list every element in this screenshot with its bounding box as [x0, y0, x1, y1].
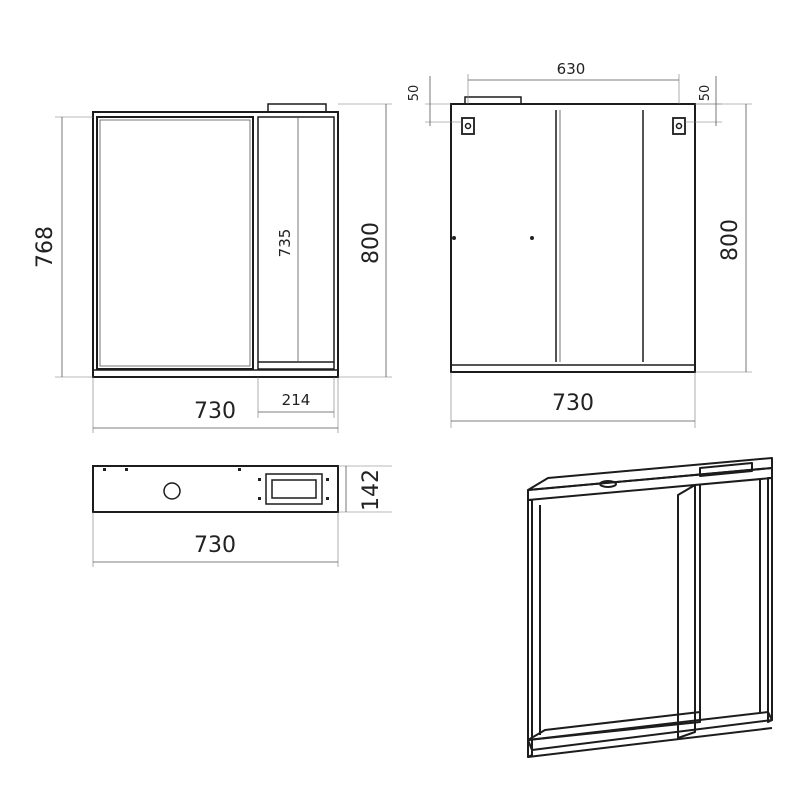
top-cable-hole — [163, 482, 181, 500]
front-niche — [257, 116, 335, 370]
dim-768-label: 768 — [33, 226, 58, 268]
dim-50-right-label: 50 — [698, 85, 713, 102]
dim-735-label: 735 — [276, 229, 294, 258]
top-lamp-outline — [265, 473, 323, 505]
dim-730-top-label: 730 — [194, 533, 236, 558]
iso-bottom-shelf — [527, 711, 773, 751]
iso-top-face — [527, 457, 773, 491]
iso-lamp — [699, 462, 753, 477]
back-view: 630 50 50 800 730 — [407, 60, 752, 428]
back-lamp — [464, 96, 522, 105]
dim-50-left-label: 50 — [407, 85, 422, 102]
dim-800-front-label: 800 — [359, 222, 384, 264]
iso-right-side — [767, 477, 773, 723]
back-outer-frame — [450, 103, 696, 373]
dim-142-label: 142 — [359, 469, 384, 511]
front-lamp — [267, 103, 327, 113]
back-screw-2 — [530, 236, 534, 240]
iso-bottom-inner — [527, 711, 701, 741]
dim-730-back-label: 730 — [552, 391, 594, 416]
top-marks — [103, 468, 329, 500]
iso-hole — [599, 480, 617, 488]
dim-730-front-label: 730 — [194, 399, 236, 424]
dim-214-label: 214 — [282, 391, 311, 409]
top-view: 142 730 — [92, 465, 392, 567]
top-outline — [92, 465, 339, 513]
front-door-inner — [99, 119, 251, 367]
back-screw-1 — [452, 236, 456, 240]
front-door — [96, 116, 254, 370]
dim-630-label: 630 — [557, 60, 586, 78]
isometric-view — [527, 457, 773, 758]
back-hanger-right — [672, 117, 686, 135]
dim-800-back-label: 800 — [718, 219, 743, 261]
back-hanger-left — [461, 117, 475, 135]
iso-divider — [677, 484, 696, 739]
front-view: 768 735 800 214 730 — [33, 103, 392, 433]
front-outer-frame — [92, 111, 339, 378]
top-lamp-inner — [271, 479, 317, 499]
